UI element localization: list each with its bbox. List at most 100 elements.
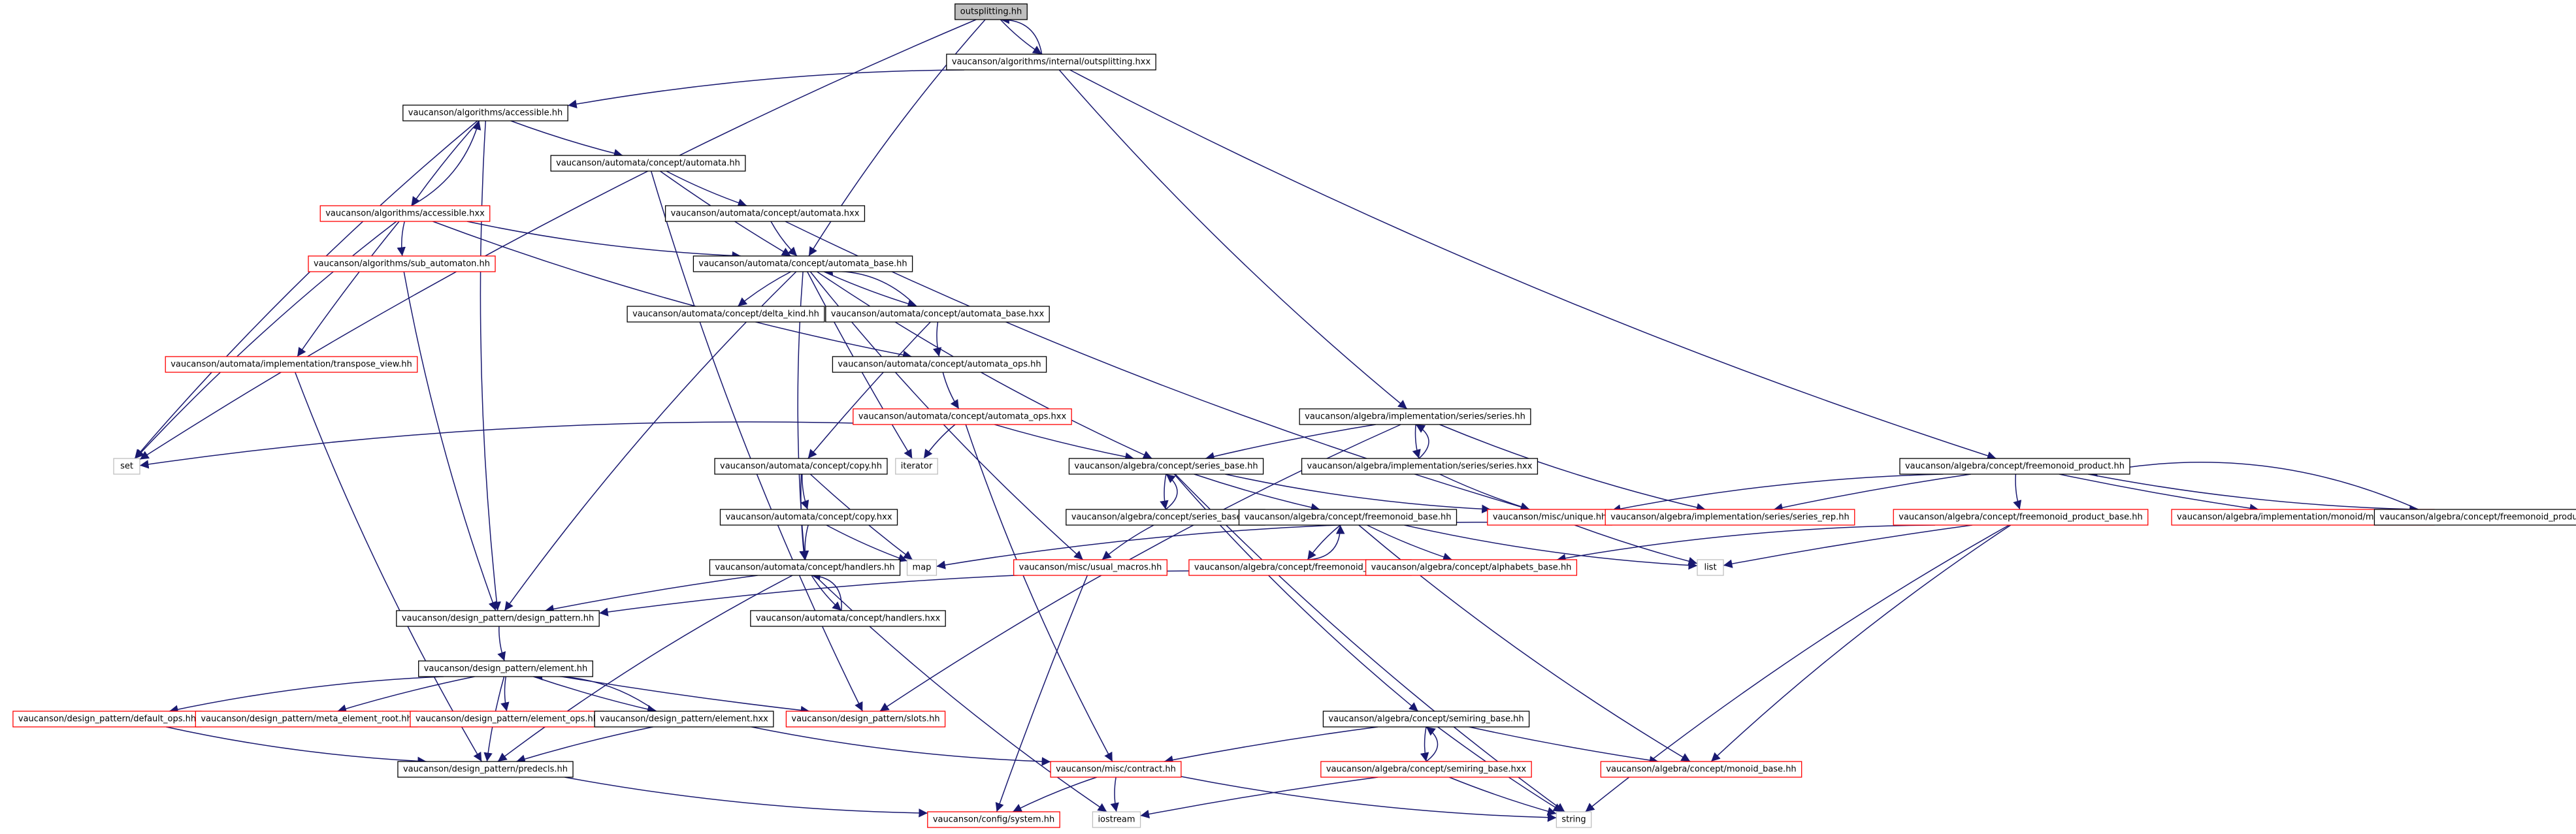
node-label: vaucanson/algorithms/sub_automaton.hh	[314, 259, 490, 269]
node-automata-hxx[interactable]: vaucanson/automata/concept/automata.hxx	[664, 205, 866, 222]
node-accessible-hxx[interactable]: vaucanson/algorithms/accessible.hxx	[319, 205, 491, 222]
edge-semiring_base_hxx-to-semiring_base_hh	[1426, 726, 1439, 762]
edge-automata_base_hxx-to-automata_ops_hh	[932, 321, 942, 357]
edge-sub_automaton-to-design_pattern	[403, 271, 497, 611]
edge-element_hh-to-slots	[561, 676, 810, 715]
node-semiring-base-hh[interactable]: vaucanson/algebra/concept/semiring_base.…	[1322, 711, 1530, 728]
node-usual-macros[interactable]: vaucanson/misc/usual_macros.hh	[1013, 559, 1167, 576]
node-contract[interactable]: vaucanson/misc/contract.hh	[1050, 761, 1182, 778]
node-box	[195, 711, 418, 728]
node-label: list	[1704, 563, 1716, 573]
edge-fm_product_hxx-to-fm_product_hh	[2088, 462, 2419, 510]
node-label: vaucanson/design_pattern/slots.hh	[791, 714, 939, 724]
node-box	[410, 711, 604, 728]
node-automata-hh[interactable]: vaucanson/automata/concept/automata.hh	[550, 155, 746, 172]
node-box	[1092, 811, 1141, 828]
node-series-base-hh[interactable]: vaucanson/algebra/concept/series_base.hh	[1068, 458, 1264, 475]
edge-series_hxx-to-series_hh	[1415, 424, 1429, 459]
edge-handlers_hh-to-handlers_hxx	[811, 575, 842, 611]
edge-fm_product_hh-to-fm_product_base	[2013, 473, 2022, 510]
edge-accessible_hxx-to-sub_automaton	[397, 221, 406, 257]
node-label: vaucanson/design_pattern/element.hxx	[600, 714, 768, 724]
node-series-hh[interactable]: vaucanson/algebra/implementation/series/…	[1299, 408, 1531, 425]
node-meta-element[interactable]: vaucanson/design_pattern/meta_element_ro…	[195, 711, 418, 728]
node-label: vaucanson/misc/contract.hh	[1056, 765, 1176, 775]
node-series-rep[interactable]: vaucanson/algebra/implementation/series/…	[1605, 509, 1855, 526]
edge-fm_product_base-to-monoid_base	[1710, 524, 2012, 762]
node-fm-product-base[interactable]: vaucanson/algebra/concept/freemonoid_pro…	[1893, 509, 2149, 526]
node-label: map	[913, 563, 932, 573]
node-box	[693, 255, 913, 272]
node-box	[1322, 711, 1530, 728]
node-copy-hxx[interactable]: vaucanson/automata/concept/copy.hxx	[719, 509, 898, 526]
node-delta-kind[interactable]: vaucanson/automata/concept/delta_kind.hh	[627, 306, 825, 323]
node-box	[308, 255, 496, 272]
node-automata-base-hh[interactable]: vaucanson/automata/concept/automata_base…	[693, 255, 913, 272]
node-handlers-hxx[interactable]: vaucanson/automata/concept/handlers.hxx	[750, 610, 946, 627]
node-element-hxx[interactable]: vaucanson/design_pattern/element.hxx	[594, 711, 774, 728]
node-label: vaucanson/automata/concept/automata_ops.…	[838, 360, 1041, 370]
node-box	[719, 509, 898, 526]
node-transpose-view[interactable]: vaucanson/automata/implementation/transp…	[165, 356, 418, 373]
node-semiring-base-hxx[interactable]: vaucanson/algebra/concept/semiring_base.…	[1320, 761, 1532, 778]
node-label: iostream	[1098, 815, 1135, 825]
node-alphabets-base[interactable]: vaucanson/algebra/concept/alphabets_base…	[1365, 559, 1578, 576]
node-label: vaucanson/algebra/concept/monoid_base.hh	[1606, 765, 1796, 775]
edge-semiring_base_hh-to-semiring_base_hxx	[1420, 726, 1429, 762]
node-unique[interactable]: vaucanson/misc/unique.hh	[1487, 509, 1612, 526]
node-sub-automaton[interactable]: vaucanson/algorithms/sub_automaton.hh	[308, 255, 496, 272]
node-box	[1893, 509, 2149, 526]
edge-fm_product_hh-to-fm_product_hxx	[2088, 473, 2419, 514]
node-design-pattern[interactable]: vaucanson/design_pattern/design_pattern.…	[396, 610, 600, 627]
edge-fm_product_base-to-alphabets_base	[1556, 524, 1935, 563]
node-label: vaucanson/algorithms/accessible.hh	[408, 108, 562, 118]
edge-automata_base_hh-to-automata_base_hxx	[823, 271, 917, 308]
node-accessible-hh[interactable]: vaucanson/algorithms/accessible.hh	[402, 104, 568, 121]
edge-semiring_base_hxx-to-iostream	[1140, 777, 1378, 819]
node-box	[165, 356, 418, 373]
node-predecls[interactable]: vaucanson/design_pattern/predecls.hh	[397, 761, 574, 778]
edge-freemonoid_base_hh-to-freemonoid_base_hxx	[1307, 524, 1341, 560]
node-iostream: iostream	[1092, 811, 1141, 828]
edge-accessible_hxx-to-transpose_view	[297, 221, 400, 357]
node-label: vaucanson/algebra/concept/series_base.hh	[1074, 462, 1258, 472]
node-label: vaucanson/design_pattern/predecls.hh	[403, 765, 568, 775]
node-set: set	[113, 458, 140, 475]
edge-semiring_base_hxx-to-string	[1448, 777, 1557, 816]
node-series-hxx[interactable]: vaucanson/algebra/implementation/series/…	[1301, 458, 1539, 475]
node-default-ops[interactable]: vaucanson/design_pattern/default_ops.hh	[12, 711, 202, 728]
node-system[interactable]: vaucanson/config/system.hh	[927, 811, 1060, 828]
node-outsplitting-hh[interactable]: outsplitting.hh	[954, 3, 1028, 20]
node-fm-product-hxx[interactable]: vaucanson/algebra/concept/freemonoid_pro…	[2373, 509, 2576, 526]
node-list: list	[1697, 559, 1724, 576]
node-copy-hh[interactable]: vaucanson/automata/concept/copy.hh	[714, 458, 888, 475]
node-automata-ops-hh[interactable]: vaucanson/automata/concept/automata_ops.…	[832, 356, 1047, 373]
node-series-base-hxx[interactable]: vaucanson/algebra/concept/series_base.hx…	[1066, 509, 1265, 526]
node-box	[550, 155, 746, 172]
node-element-hh[interactable]: vaucanson/design_pattern/element.hh	[418, 660, 593, 677]
node-box	[946, 54, 1156, 71]
edge-automata_ops_hxx-to-contract	[965, 424, 1113, 762]
node-element-ops[interactable]: vaucanson/design_pattern/element_ops.hh	[410, 711, 604, 728]
edge-automata_hh-to-automata_hxx	[666, 170, 747, 207]
node-box	[954, 3, 1028, 20]
node-automata-ops-hxx[interactable]: vaucanson/automata/concept/automata_ops.…	[853, 408, 1072, 425]
node-fm-product-hh[interactable]: vaucanson/algebra/concept/freemonoid_pro…	[1899, 458, 2130, 475]
node-monoid-base[interactable]: vaucanson/algebra/concept/monoid_base.hh	[1600, 761, 1802, 778]
node-label: vaucanson/automata/concept/automata_ops.…	[858, 412, 1067, 422]
node-outsplitting-hxx[interactable]: vaucanson/algorithms/internal/outsplitti…	[946, 54, 1156, 71]
node-layer: outsplitting.hh vaucanson/algorithms/inte…	[12, 3, 2576, 828]
node-label: vaucanson/automata/concept/copy.hh	[720, 462, 882, 472]
node-automata-base-hxx[interactable]: vaucanson/automata/concept/automata_base…	[825, 306, 1050, 323]
node-label: vaucanson/algebra/implementation/monoid/…	[2177, 513, 2429, 522]
node-handlers-hh[interactable]: vaucanson/automata/concept/handlers.hh	[709, 559, 901, 576]
edge-alphabets_base-to-design_pattern	[599, 570, 1366, 617]
node-label: set	[120, 462, 133, 472]
node-slots[interactable]: vaucanson/design_pattern/slots.hh	[785, 711, 946, 728]
edge-automata_ops_hh-to-automata_ops_hxx	[942, 372, 960, 409]
edge-series_base_hxx-to-series_base_hh	[1165, 473, 1178, 510]
edge-unique-to-list	[1574, 524, 1698, 566]
node-freemonoid-base-hh[interactable]: vaucanson/algebra/concept/freemonoid_bas…	[1238, 509, 1458, 526]
node-label: vaucanson/automata/concept/automata.hh	[556, 159, 740, 168]
node-box	[1320, 761, 1532, 778]
